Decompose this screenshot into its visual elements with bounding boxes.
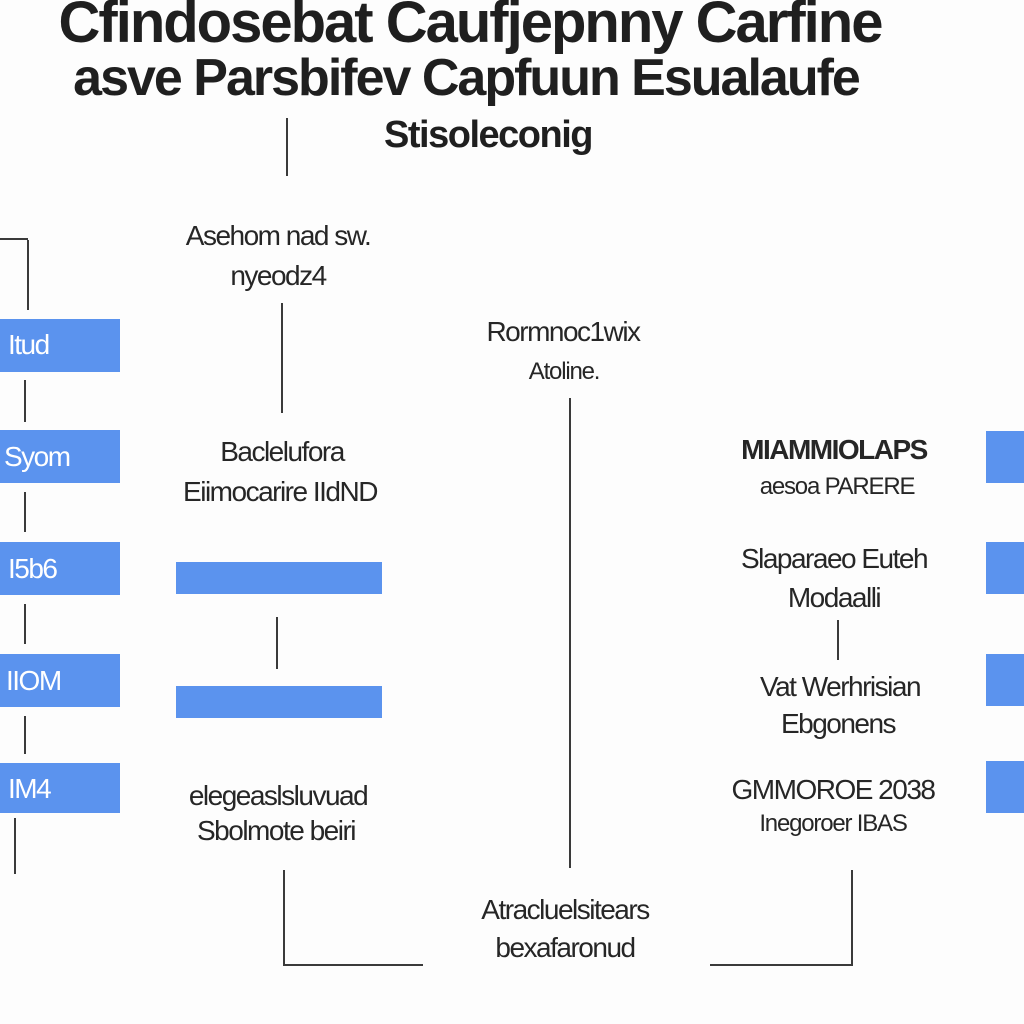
middle-mid-label-1: Baclelufora	[220, 436, 345, 467]
right-bar-4	[986, 761, 1024, 813]
left-bar-1	[0, 319, 120, 372]
left-bar-3	[0, 542, 120, 595]
left-connector-top-cap	[0, 238, 28, 240]
left-connector-2	[24, 492, 26, 532]
right-label-3-line-1: Vat Werhrisian	[759, 671, 922, 702]
left-connector-4	[24, 716, 26, 754]
center-top-label-2: Atoline.	[528, 358, 601, 385]
right-label-1-line-1: MIAMMIOLAPS	[741, 434, 928, 465]
left-bar-1-label: Itud	[8, 329, 50, 360]
left-bar-5-label: IM4	[8, 773, 52, 804]
right-connector-1	[837, 620, 839, 660]
right-label-2-line-1: Slaparaeo Euteh	[740, 543, 929, 574]
title-line-2: asve Parsbifev Capfuun Esualaufe	[73, 49, 861, 107]
center-bottom-label-1: Atracluelsitears	[481, 894, 650, 925]
right-label-3-line-2: Ebgonens	[780, 708, 897, 739]
left-bar-4-label: IIOM	[6, 665, 62, 696]
right-label-4-line-2: Inegoroer IBAS	[759, 810, 908, 837]
center-top-label-1: Rormnoc1wix	[486, 316, 641, 347]
left-connector-top	[27, 240, 29, 310]
right-bar-3	[986, 654, 1024, 706]
left-connector-1	[24, 380, 26, 422]
left-bar-4	[0, 654, 120, 707]
left-bar-2-label: Syom	[4, 441, 71, 472]
middle-connector-2	[276, 617, 278, 669]
left-bar-5	[0, 763, 120, 813]
right-label-4-line-1: GMMOROE 2038	[731, 774, 936, 805]
middle-bottom-label-1: elegeaslsluvuad	[188, 780, 369, 811]
middle-mid-label-2: Eiimocarire IIdND	[183, 476, 378, 507]
bottom-bracket-left-base	[283, 964, 423, 966]
middle-top-label-2: nyeodz4	[230, 260, 327, 291]
middle-bar-1	[176, 562, 382, 594]
right-bar-2	[986, 542, 1024, 594]
left-bar-3-label: I5b6	[8, 553, 58, 584]
center-connector	[569, 398, 571, 868]
right-label-1-line-2: aesoa PARERE	[759, 473, 916, 500]
left-connector-5	[14, 818, 16, 874]
middle-bar-2	[176, 686, 382, 718]
left-connector-3	[24, 604, 26, 644]
middle-top-label-1: Asehom nad sw.	[185, 220, 372, 251]
left-bar-2	[0, 430, 120, 483]
bottom-bracket-right	[851, 870, 853, 966]
middle-connector-1	[281, 303, 283, 413]
right-bar-1	[986, 431, 1024, 483]
title-line-1: Cfindosebat Caufjepnny Carfine	[58, 0, 884, 55]
bottom-bracket-left	[283, 870, 285, 966]
right-label-2-line-2: Modaalli	[787, 582, 882, 613]
title-connector	[286, 118, 288, 176]
center-bottom-label-2: bexafaronud	[495, 932, 636, 963]
bottom-bracket-right-base	[710, 964, 853, 966]
title-line-3: Stisoleconig	[384, 114, 593, 156]
middle-bottom-label-2: Sbolmote beiri	[197, 815, 356, 846]
